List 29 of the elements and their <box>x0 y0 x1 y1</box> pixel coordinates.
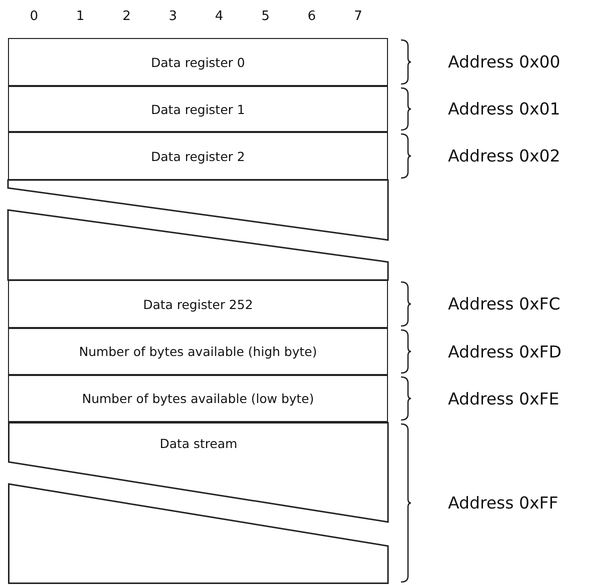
register-box <box>8 38 388 86</box>
address-label: Address 0x00 <box>448 52 560 72</box>
register-box <box>8 132 388 180</box>
address-label: Address 0xFE <box>448 389 560 408</box>
data-stream-box <box>8 422 389 584</box>
register-label: Data stream <box>160 436 238 451</box>
register-label: Data register 252 <box>143 296 253 312</box>
bit-number: 2 <box>122 9 131 24</box>
register-label: Data register 1 <box>151 102 245 116</box>
address-label: Address 0x02 <box>448 146 560 166</box>
bit-number: 6 <box>308 9 316 24</box>
bit-number: 4 <box>215 9 224 24</box>
bit-number: 7 <box>354 9 362 24</box>
register-box <box>8 86 388 132</box>
address-label: Address 0xFF <box>448 494 558 512</box>
address-label: Address 0xFC <box>448 294 560 314</box>
bit-number: 1 <box>76 9 84 24</box>
register-label: Number of bytes available (high byte) <box>79 344 317 359</box>
bit-number: 3 <box>168 9 178 24</box>
register-label: Number of bytes available (low byte) <box>82 391 314 406</box>
address-label: Address 0xFD <box>448 342 562 361</box>
address-label: Address 0x01 <box>448 100 560 118</box>
bit-number: 0 <box>30 9 38 24</box>
register-box <box>8 280 388 328</box>
register-box <box>8 328 388 375</box>
bit-number: 5 <box>261 9 270 24</box>
register-box <box>8 375 388 422</box>
register-label: Data register 0 <box>151 54 245 70</box>
register-label: Data register 2 <box>151 148 245 164</box>
